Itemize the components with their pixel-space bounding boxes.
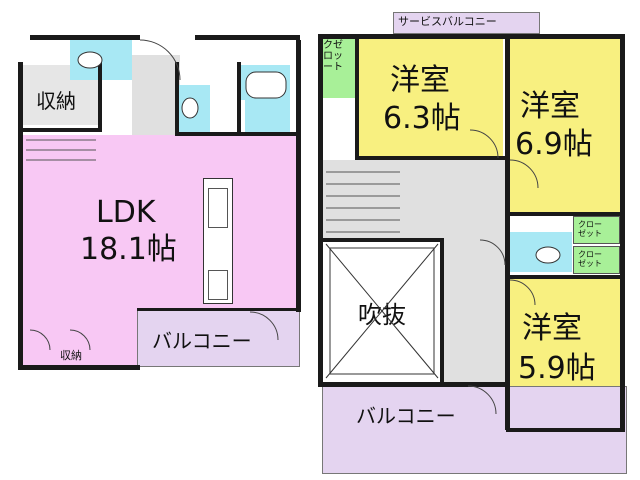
wall — [30, 35, 140, 40]
storage-top-label: 収納 — [36, 89, 76, 113]
wall — [137, 308, 300, 311]
wall — [195, 35, 300, 40]
western-room-1 — [358, 38, 503, 156]
balcony-floor1-label: バルコニー — [152, 329, 252, 353]
hall-floor-2 — [322, 160, 507, 240]
closet-b-label: クロー ゼット — [578, 250, 602, 268]
closet-a-label: クロー ゼット — [578, 220, 602, 238]
wall — [620, 34, 625, 432]
service-balcony-label: サービスバルコニー — [398, 15, 497, 28]
wall — [318, 382, 508, 387]
kitchen-sink — [208, 188, 228, 228]
room2-size-label: 6.9帖 — [515, 127, 593, 162]
closet-vertical — [322, 38, 355, 98]
storage-bottom-label: 収納 — [60, 349, 82, 362]
ldk-room — [22, 135, 297, 310]
stove — [208, 270, 228, 300]
wall — [318, 34, 624, 39]
room2-name-label: 洋室 — [520, 89, 580, 124]
kitchen-area — [22, 310, 137, 350]
service-balcony — [393, 12, 540, 34]
room3-size-label: 5.9帖 — [518, 351, 596, 386]
wall — [505, 38, 510, 430]
wall — [237, 62, 241, 136]
closet-vertical-label: クゼ ロッ ート — [323, 40, 343, 73]
closet-b — [573, 246, 620, 274]
wall — [18, 365, 140, 370]
wall — [355, 156, 505, 160]
wall — [175, 132, 297, 136]
wall — [296, 40, 301, 312]
room1-name-label: 洋室 — [390, 63, 450, 98]
hall-floor-2-b — [440, 240, 507, 382]
wall — [175, 62, 179, 136]
wall — [510, 275, 622, 279]
ldk-size-label: 18.1帖 — [80, 232, 177, 267]
wall — [318, 34, 323, 386]
ldk-name-label: LDK — [96, 195, 156, 230]
wall — [22, 128, 102, 132]
wall — [440, 238, 444, 384]
atrium-label: 吹抜 — [358, 301, 406, 329]
wall — [18, 62, 23, 370]
wall — [98, 62, 102, 132]
storage-bottom-room — [22, 345, 137, 367]
room3-name-label: 洋室 — [522, 311, 582, 346]
hall-floor-1 — [132, 55, 180, 135]
balcony-floor2-label: バルコニー — [356, 404, 456, 428]
wall — [322, 238, 442, 242]
closet-a — [573, 216, 620, 244]
room1-size-label: 6.3帖 — [383, 101, 461, 136]
western-room-2 — [510, 38, 620, 213]
wall — [355, 38, 359, 158]
wall — [506, 428, 624, 432]
wall — [510, 212, 622, 216]
